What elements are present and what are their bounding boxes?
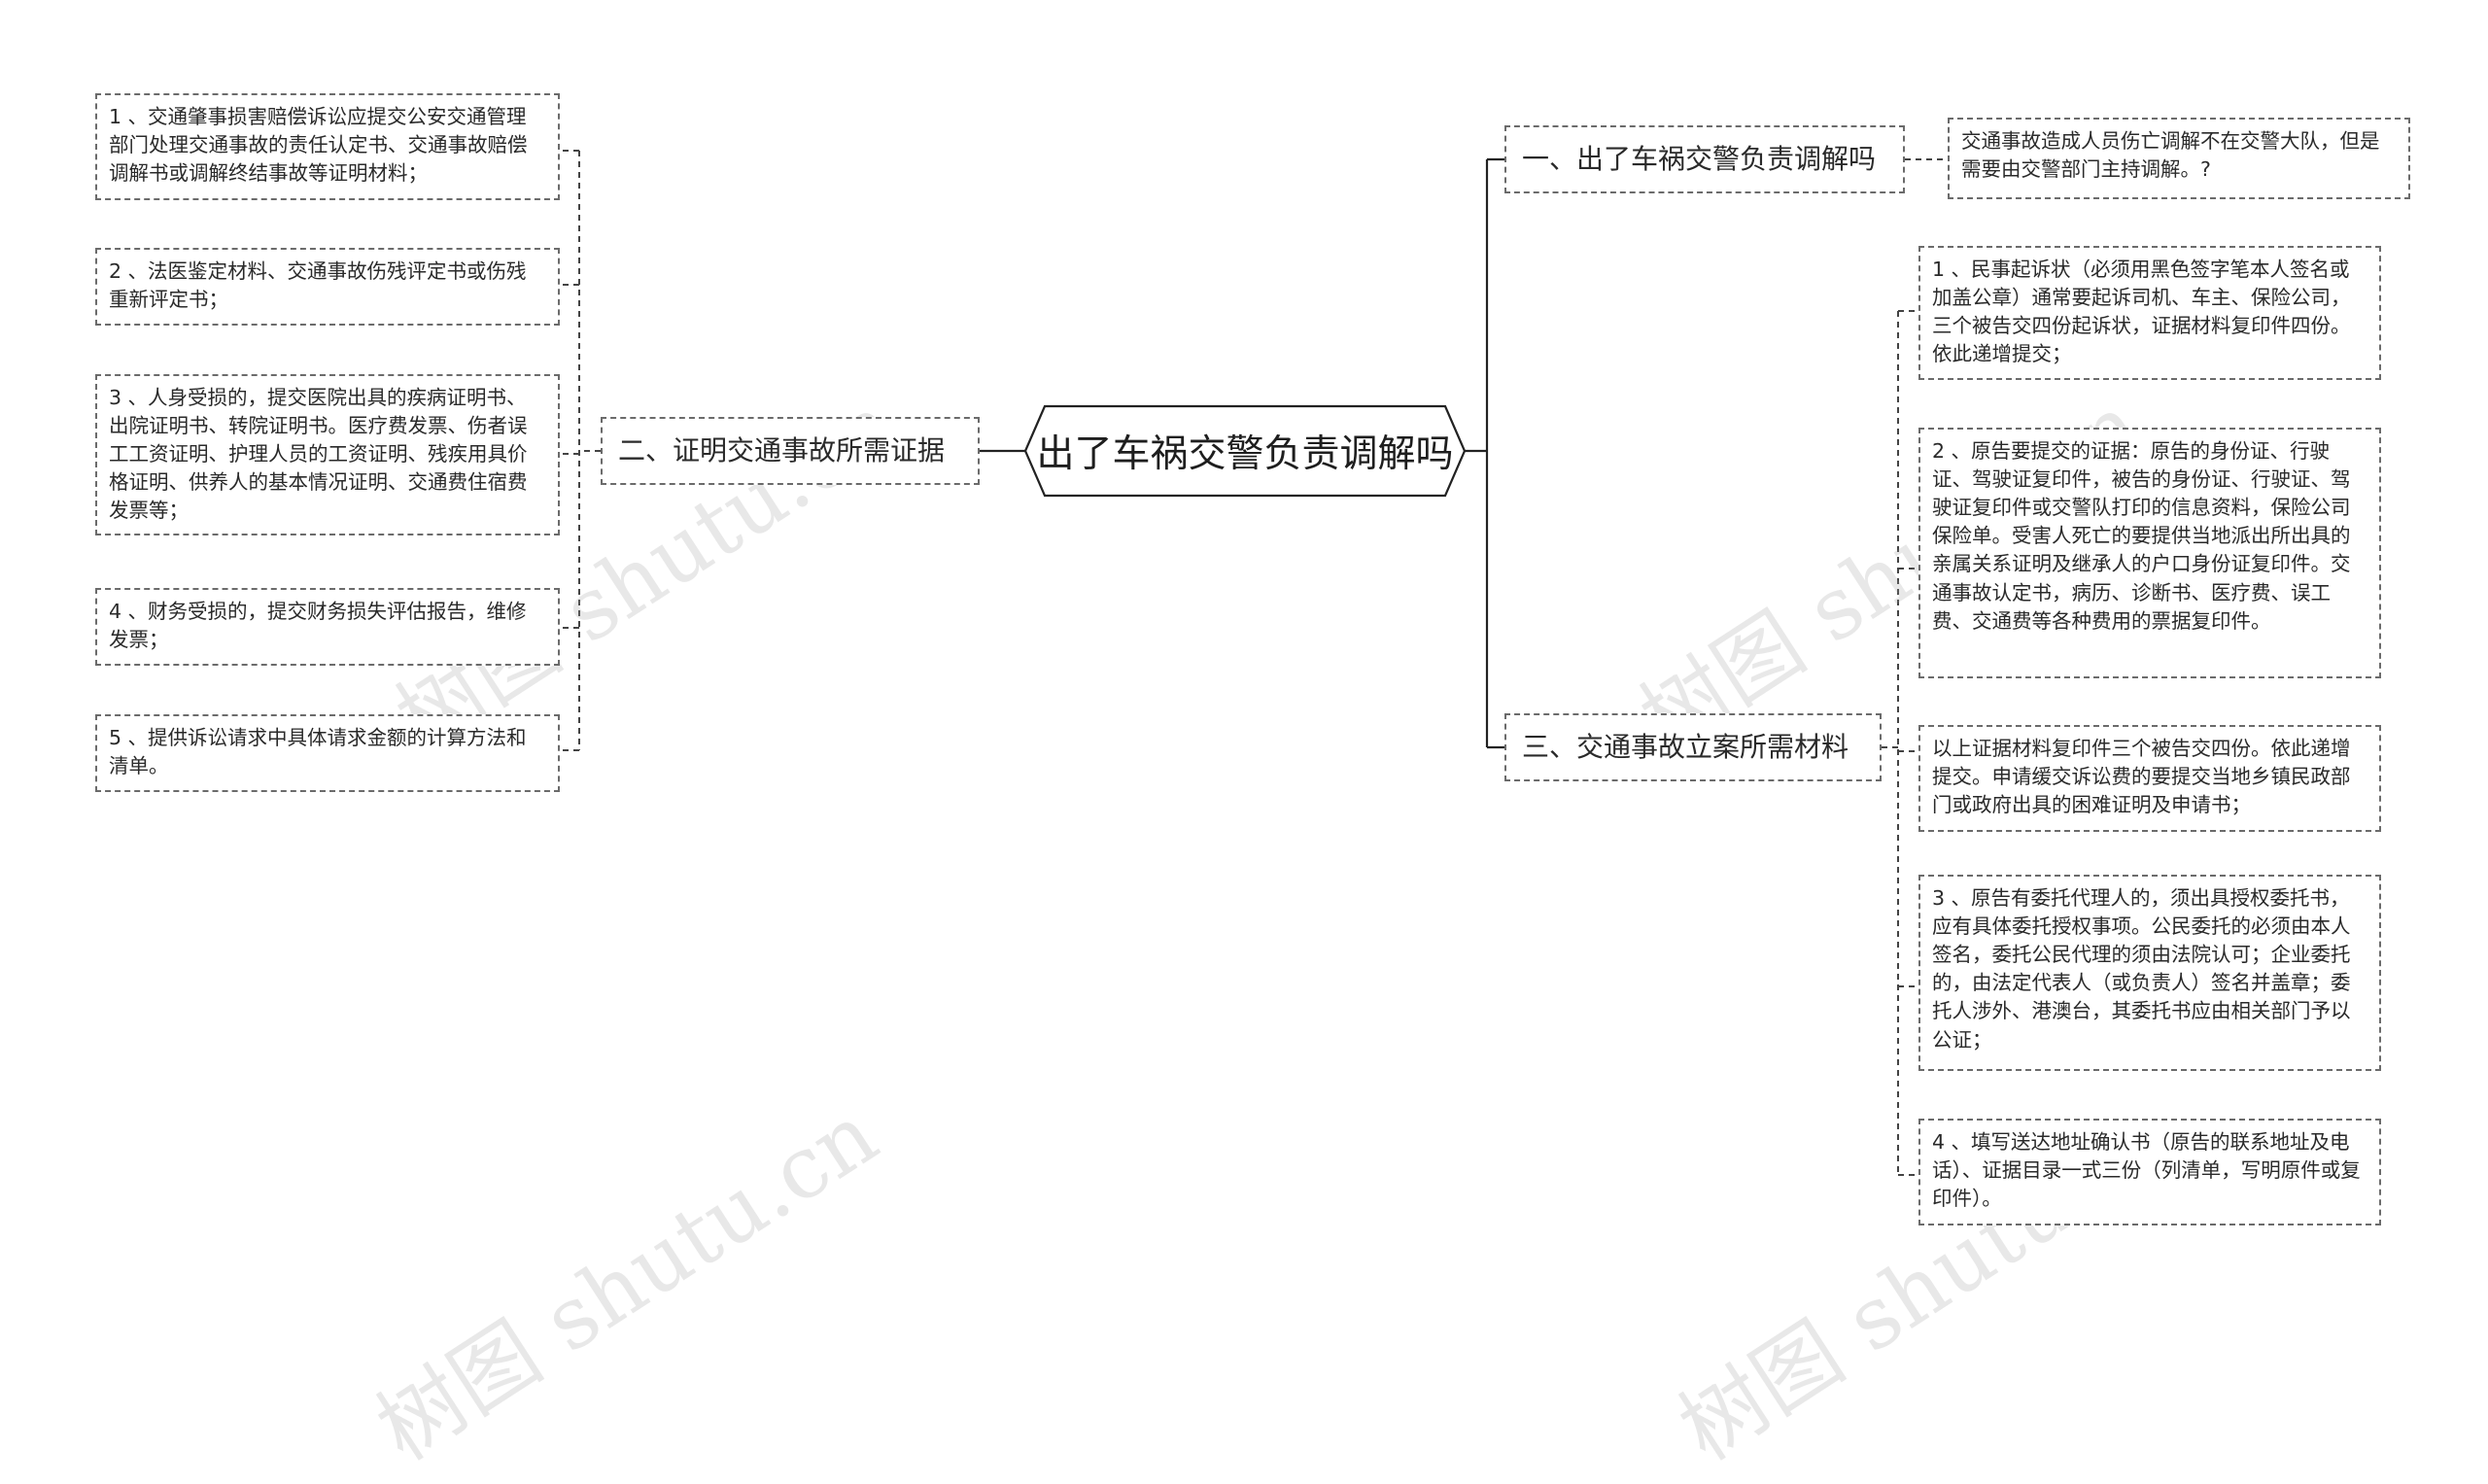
leaf-evidence-1[interactable]: 1 、交通肇事损害赔偿诉讼应提交公安交通管理部门处理交通事故的责任认定书、交通事… [95, 93, 560, 200]
leaf-mediation-1[interactable]: 交通事故造成人员伤亡调解不在交警大队，但是需要由交警部门主持调解。? [1948, 118, 2410, 199]
leaf-filing-3[interactable]: 3 、原告有委托代理人的，须出具授权委托书，应有具体委托授权事项。公民委托的必须… [1918, 875, 2381, 1071]
leaf-filing-note[interactable]: 以上证据材料复印件三个被告交四份。依此递增提交。申请缓交诉讼费的要提交当地乡镇民… [1918, 725, 2381, 832]
branch-filing-materials[interactable]: 三、交通事故立案所需材料 [1504, 713, 1882, 781]
branch-mediation[interactable]: 一、出了车祸交警负责调解吗 [1504, 125, 1905, 193]
leaf-evidence-4[interactable]: 4 、财务受损的，提交财务损失评估报告，维修发票； [95, 588, 560, 666]
mind-map: 树图 shutu.cn 树图 shutu.cn 树图 shutu.cn 树图 s… [95, 93, 2410, 1479]
leaf-evidence-5[interactable]: 5 、提供诉讼请求中具体请求金额的计算方法和清单。 [95, 714, 560, 792]
root-node[interactable]: 出了车祸交警负责调解吗 [1036, 432, 1454, 476]
leaf-filing-4[interactable]: 4 、填写送达地址确认书（原告的联系地址及电话）、证据目录一式三份（列清单，写明… [1918, 1119, 2381, 1225]
branch-evidence[interactable]: 二、证明交通事故所需证据 [601, 417, 980, 485]
leaf-filing-2[interactable]: 2 、原告要提交的证据：原告的身份证、行驶证、驾驶证复印件，被告的身份证、行驶证… [1918, 428, 2381, 678]
leaf-evidence-3[interactable]: 3 、人身受损的，提交医院出具的疾病证明书、出院证明书、转院证明书。医疗费发票、… [95, 374, 560, 535]
connector-lines [560, 150, 1948, 1176]
leaf-filing-1[interactable]: 1 、民事起诉状（必须用黑色签字笔本人签名或加盖公章）通常要起诉司机、车主、保险… [1918, 246, 2381, 380]
leaf-evidence-2[interactable]: 2 、法医鉴定材料、交通事故伤残评定书或伤残重新评定书； [95, 248, 560, 326]
